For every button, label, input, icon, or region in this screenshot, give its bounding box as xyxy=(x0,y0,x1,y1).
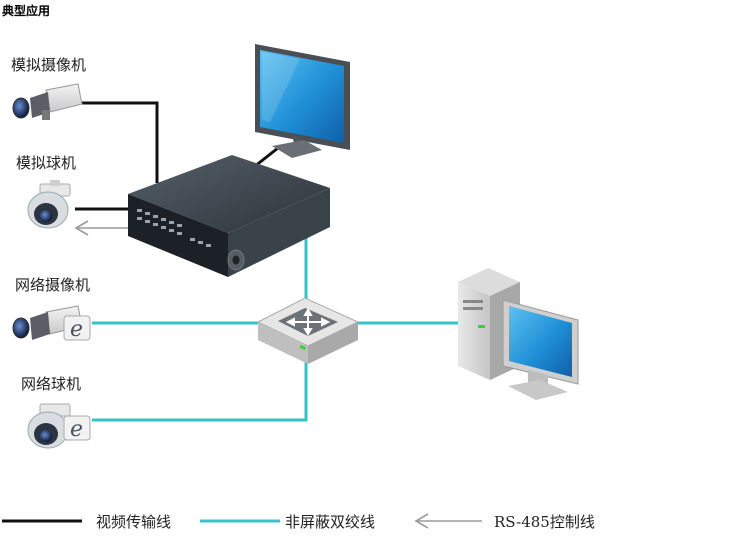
label-network-camera: 网络摄像机 xyxy=(15,276,90,294)
network-camera-icon: e xyxy=(12,305,91,342)
dvr-icon xyxy=(128,155,330,277)
legend-swatch-rs485 xyxy=(414,513,482,529)
analog-dome-icon xyxy=(27,180,71,229)
label-analog-camera: 模拟摄像机 xyxy=(11,56,86,74)
diagram-title: 典型应用 xyxy=(2,3,50,18)
connections xyxy=(74,101,458,422)
label-analog-dome: 模拟球机 xyxy=(16,154,76,172)
svg-text:e: e xyxy=(70,417,83,442)
analog-camera-icon xyxy=(12,83,83,120)
label-network-dome: 网络球机 xyxy=(21,375,81,393)
monitor-icon xyxy=(255,44,350,158)
legend-label-video-cable: 视频传输线 xyxy=(96,513,171,531)
network-dome-icon: e xyxy=(27,403,91,449)
rs485-line-analog-dome xyxy=(74,220,130,236)
twisted-pair-network-dome xyxy=(92,362,308,422)
video-cable-analog-camera xyxy=(82,101,159,183)
svg-text:e: e xyxy=(70,317,83,342)
legend: 视频传输线 非屏蔽双绞线 RS-485控制线 xyxy=(2,513,595,531)
pc-icon xyxy=(458,268,579,400)
legend-label-rs485: RS-485控制线 xyxy=(494,513,595,531)
switch-icon xyxy=(256,297,360,364)
legend-label-twisted-pair: 非屏蔽双绞线 xyxy=(285,513,375,531)
